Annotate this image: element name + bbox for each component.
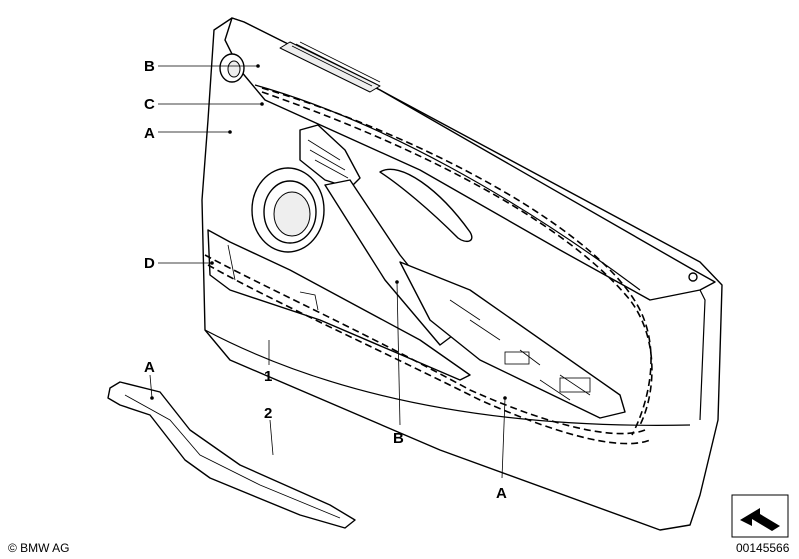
- window-rail: [279, 41, 381, 93]
- callout-d: D: [144, 255, 155, 272]
- callout-1: 1: [264, 368, 272, 385]
- callout-2: 2: [264, 405, 272, 422]
- pull-grip: [299, 124, 361, 189]
- callout-a-lower: A: [496, 485, 507, 502]
- diagram-number: 00145566: [736, 541, 790, 555]
- leader-dots: [150, 64, 507, 400]
- switch-panel: [399, 261, 626, 419]
- stitch-line-lower: [204, 254, 646, 435]
- callout-b-top: B: [144, 58, 155, 75]
- leader-lines: [149, 65, 506, 479]
- door-trim-panel: [201, 17, 723, 531]
- callout-a-upper: A: [144, 125, 155, 142]
- screw-hole: [688, 272, 698, 282]
- callout-labels: B C A D A 1 2 B A: [144, 58, 507, 502]
- direction-arrow-icon: [731, 494, 789, 538]
- trim-strip: [107, 381, 356, 529]
- door-speaker: [251, 167, 325, 253]
- callout-c: C: [144, 96, 155, 113]
- copyright-text: © BMW AG: [8, 541, 70, 555]
- stitch-line-upper: [261, 91, 653, 426]
- door-pocket: [207, 229, 471, 381]
- callout-b-lower: B: [393, 430, 404, 447]
- door-handle-recess: [379, 168, 473, 243]
- callout-a-strip: A: [144, 359, 155, 376]
